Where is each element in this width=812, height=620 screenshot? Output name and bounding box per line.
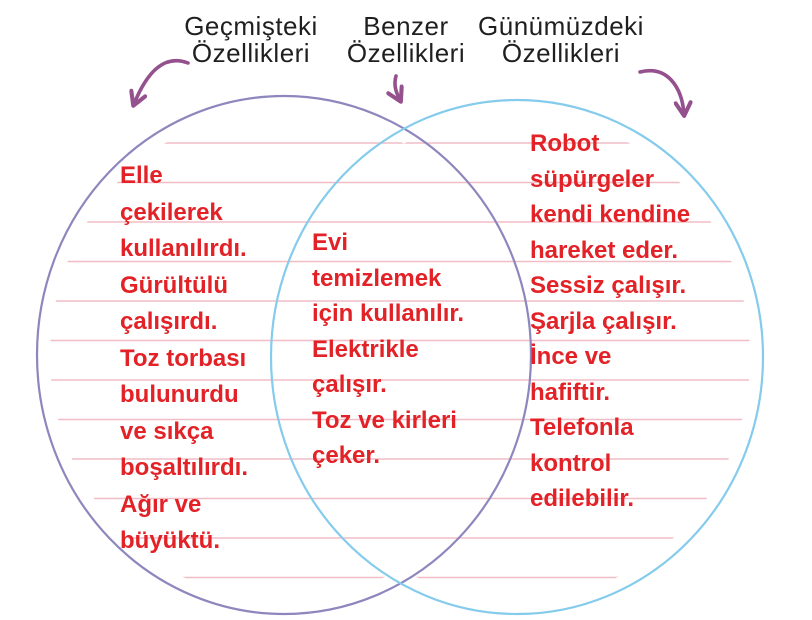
left-circle [35, 94, 533, 616]
arrow-to-present-circle [638, 68, 684, 114]
text-line: Evi [312, 229, 349, 256]
text-line: temizlemek [312, 264, 442, 292]
text-line: için kullanılır. [312, 300, 465, 327]
text-line: hafiftir. [530, 378, 611, 406]
label-past-features: Geçmişteki Özellikleri [184, 13, 318, 67]
label-present-line2: Özellikleri [501, 38, 621, 68]
label-present-line1: Günümüzdeki [478, 11, 644, 41]
text-line: Telefonla [530, 414, 634, 441]
text-line: Elektrikle [312, 335, 419, 363]
text-line: Robot [530, 130, 600, 157]
text-line: süpürgeler [530, 165, 655, 193]
text-line: çekilerek [120, 198, 223, 226]
text-line: edilebilir. [530, 485, 635, 512]
text-line: Şarjla çalışır. [530, 307, 677, 335]
text-line: ve sıkça [120, 417, 214, 445]
text-line: Elle [120, 162, 163, 189]
text-line: Sessiz çalışır. [530, 272, 687, 299]
label-similar-features: Benzer Özellikleri [347, 13, 465, 67]
text-line: bulunurdu [120, 381, 239, 408]
label-similar-line2: Özellikleri [346, 38, 466, 68]
text-line: boşaltılırdı. [120, 454, 249, 481]
text-line: çalışır. [312, 371, 387, 398]
right-circle [269, 98, 765, 616]
text-line: İnce ve [530, 343, 612, 370]
text-line: Toz torbası [120, 344, 247, 372]
arrow-to-past-circle [134, 58, 190, 104]
text-line: Gürültülü [120, 271, 228, 299]
text-line: çalışırdı. [120, 308, 218, 335]
text-line: Toz ve kirleri [312, 406, 457, 434]
label-similar-line1: Benzer [363, 11, 449, 41]
text-line: çeker. [312, 442, 381, 469]
present-features-text: Robot süpürgeler kendi kendine hareket e… [530, 126, 690, 517]
label-present-features: Günümüzdeki Özellikleri [478, 13, 644, 67]
label-past-line2: Özellikleri [191, 38, 311, 68]
text-line: büyüktü. [120, 527, 220, 554]
text-line: kendi kendine [530, 201, 691, 228]
shared-features-text: Evi temizlemek için kullanılır. Elektrik… [312, 225, 464, 474]
label-past-line1: Geçmişteki [184, 11, 318, 41]
text-line: hareket eder. [530, 236, 679, 264]
past-features-text: Elle çekilerek kullanılırdı. Gürültülü ç… [120, 158, 248, 560]
text-line: kontrol [530, 449, 612, 477]
text-line: kullanılırdı. [120, 235, 247, 262]
arrow-to-shared-region [395, 74, 400, 100]
text-line: Ağır ve [120, 490, 202, 518]
label-arrows [134, 58, 684, 114]
